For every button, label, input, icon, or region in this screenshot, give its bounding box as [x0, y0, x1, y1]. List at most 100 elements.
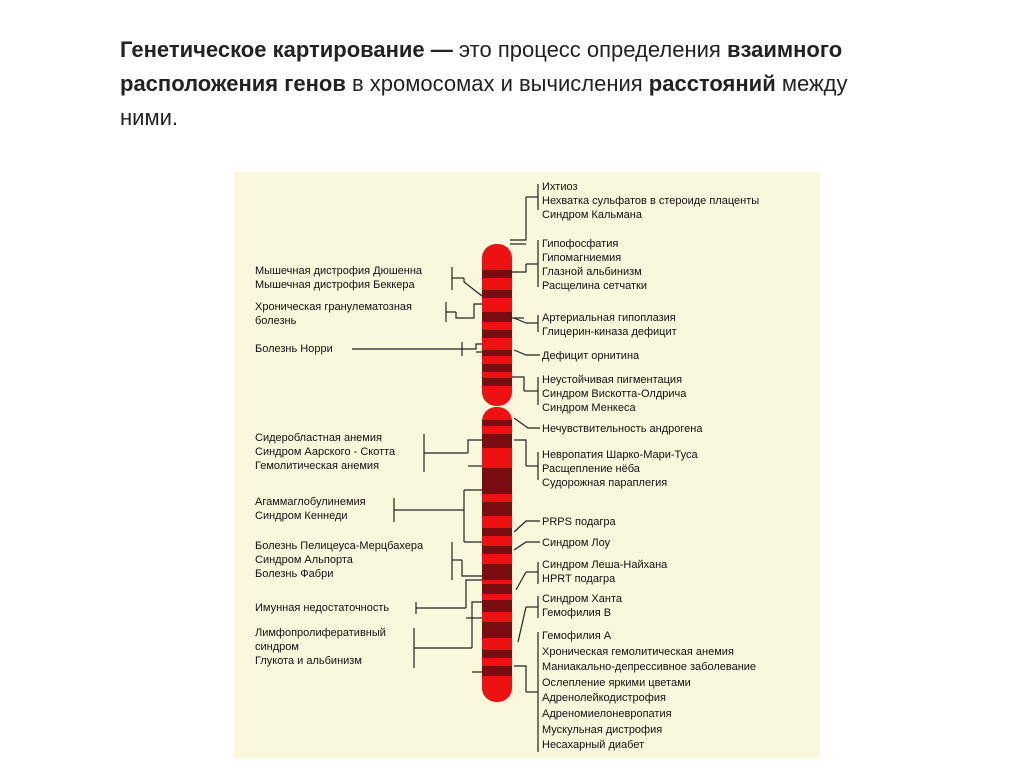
left-label: Синдром Кеннеди: [255, 509, 366, 523]
connector-line: [510, 264, 526, 272]
left-label: Лимфопролиферативный: [255, 626, 386, 640]
left-label: Хроническая гранулематозная: [255, 300, 412, 314]
chromosome-band: [482, 350, 512, 356]
right-label: Синдром Менкеса: [542, 401, 686, 415]
right-label: Синдром Ханта: [542, 592, 622, 606]
connector-line: [466, 580, 482, 608]
right-label: Дефицит орнитина: [542, 349, 639, 363]
left-label: Синдром Альпорта: [255, 553, 423, 567]
left-label: Болезнь Фабри: [255, 567, 423, 581]
left-label: болезнь: [255, 314, 412, 328]
left-label: Болезнь Норри: [255, 342, 333, 356]
chromosome-band: [482, 420, 512, 426]
right-label: Несахарный диабет: [542, 738, 756, 754]
right-label: Адреномиелоневропатия: [542, 707, 756, 723]
connector-line: [464, 278, 482, 296]
left-label: Сидеробластная анемия: [255, 431, 395, 445]
chromosome-band: [482, 564, 512, 580]
right-label: Синдром Вискотта-Олдрича: [542, 387, 686, 401]
connector-line: [462, 560, 482, 576]
right-label: Ихтиоз: [542, 180, 759, 194]
left-group-7: Имунная недостаточность: [255, 601, 389, 615]
right-label: Маниакально-депрессивное заболевание: [542, 660, 756, 676]
chromosome-band: [482, 666, 512, 676]
title-text-1: это процесс определения: [453, 37, 727, 62]
title-text-2: в хромосомах и вычисления: [346, 71, 649, 96]
right-label: Расщелина сетчатки: [542, 279, 647, 293]
chromosome-x: [482, 244, 512, 702]
connector-line: [472, 602, 482, 648]
left-label: Мышечная дистрофия Дюшенна: [255, 264, 422, 278]
connector-line: [514, 440, 526, 466]
chromosome-band: [482, 584, 512, 594]
left-label: Мышечная дистрофия Беккера: [255, 278, 422, 292]
chromosome-band: [482, 434, 512, 448]
chromosome-band: [482, 600, 512, 612]
title-emphasis-2: расстояний: [649, 71, 776, 96]
right-label: Неустойчивая пигментация: [542, 373, 686, 387]
right-label: Синдром Кальмана: [542, 208, 759, 222]
right-group-10: Синдром Леша-НайханаHPRT подагра: [542, 558, 667, 586]
connector-line: [514, 542, 540, 550]
chromosome-band: [482, 502, 512, 516]
left-label: Гемолитическая анемия: [255, 459, 395, 473]
connector-line: [512, 377, 524, 391]
connector-line: [514, 418, 540, 428]
connector-line: [462, 344, 482, 349]
left-label: Агаммаглобулинемия: [255, 495, 366, 509]
right-label: Невропатия Шарко-Мари-Туса: [542, 448, 698, 462]
connector-line: [514, 350, 540, 355]
connector-line: [514, 318, 526, 323]
left-group-3: Болезнь Норри: [255, 342, 333, 356]
connector-line: [516, 572, 526, 590]
right-label: Гемофилия В: [542, 606, 622, 620]
right-label: Расщепление нёба: [542, 462, 698, 476]
chromosome-band: [482, 330, 512, 338]
right-label: PRPS подагра: [542, 515, 616, 529]
chromosome-band: [482, 270, 512, 278]
right-group-6: Нечувствительность андрогена: [542, 422, 702, 436]
chromosome-band: [482, 468, 512, 494]
right-group-8: PRPS подагра: [542, 515, 616, 529]
left-label: Глукота и альбинизм: [255, 654, 386, 668]
right-label: Судорожная параплегия: [542, 476, 698, 490]
connector-line: [514, 666, 526, 692]
right-label: Нехватка сульфатов в стероиде плаценты: [542, 194, 759, 208]
right-group-9: Синдром Лоу: [542, 536, 610, 550]
right-label: Гипомагниемия: [542, 251, 647, 265]
left-label: Болезнь Пелицеуса-Мерцбахера: [255, 539, 423, 553]
right-group-4: Дефицит орнитина: [542, 349, 639, 363]
chromosome-band: [482, 364, 512, 372]
right-label: Хроническая гемолитическая анемия: [542, 645, 756, 661]
slide-title: Генетическое картирование — это процесс …: [120, 33, 910, 135]
right-label: Адренолейкодистрофия: [542, 691, 756, 707]
right-label: Артериальная гипоплазия: [542, 311, 677, 325]
right-label: Глицерин-киназа дефицит: [542, 325, 677, 339]
chromosome-band: [482, 312, 512, 322]
connector-line: [468, 440, 482, 453]
chromosome-band: [482, 378, 512, 386]
chromosome-band: [482, 546, 512, 554]
right-label: Глазной альбинизм: [542, 265, 647, 279]
connector-line: [456, 304, 482, 318]
left-label: Имунная недостаточность: [255, 601, 389, 615]
right-label: Нечувствительность андрогена: [542, 422, 702, 436]
right-label: Ослепление яркими цветами: [542, 676, 756, 692]
right-label: Синдром Леша-Найхана: [542, 558, 667, 572]
right-label: Гипофосфатия: [542, 237, 647, 251]
chromosome-band: [482, 528, 512, 536]
